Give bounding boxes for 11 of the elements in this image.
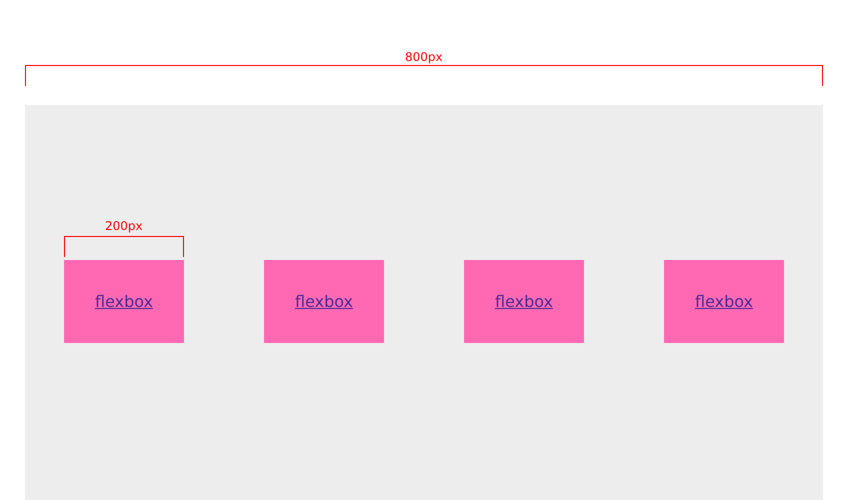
- link: flexbox: [94, 292, 154, 311]
- flex-item: [664, 260, 784, 343]
- flex-item: [264, 260, 384, 343]
- dimension-label: 800px: [405, 50, 443, 64]
- link: flexbox: [494, 292, 554, 311]
- dimension-label: 200px: [105, 219, 143, 233]
- flex-item: [464, 260, 584, 343]
- link: flexbox: [694, 292, 754, 311]
- flex-container: [25, 105, 823, 500]
- link: flexbox: [294, 292, 354, 311]
- flex-item: [64, 260, 184, 343]
